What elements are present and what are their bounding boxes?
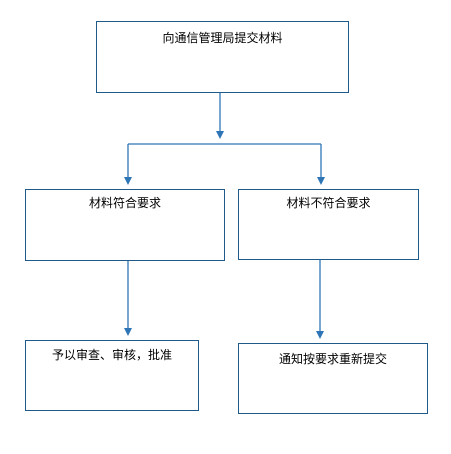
node-review-approve-label: 予以审查、审核，批准 [51,348,172,362]
node-materials-noncompliant-label: 材料不符合要求 [286,196,371,210]
node-submit-materials-label: 向通信管理局提交材料 [162,31,283,45]
node-materials-noncompliant: 材料不符合要求 [238,189,419,260]
node-materials-compliant-label: 材料符合要求 [88,196,161,210]
node-submit-materials: 向通信管理局提交材料 [96,21,349,93]
node-notify-resubmit-label: 通知按要求重新提交 [278,352,387,366]
node-materials-compliant: 材料符合要求 [25,189,225,261]
node-notify-resubmit: 通知按要求重新提交 [238,343,428,414]
node-review-approve: 予以审查、审核，批准 [25,340,199,411]
